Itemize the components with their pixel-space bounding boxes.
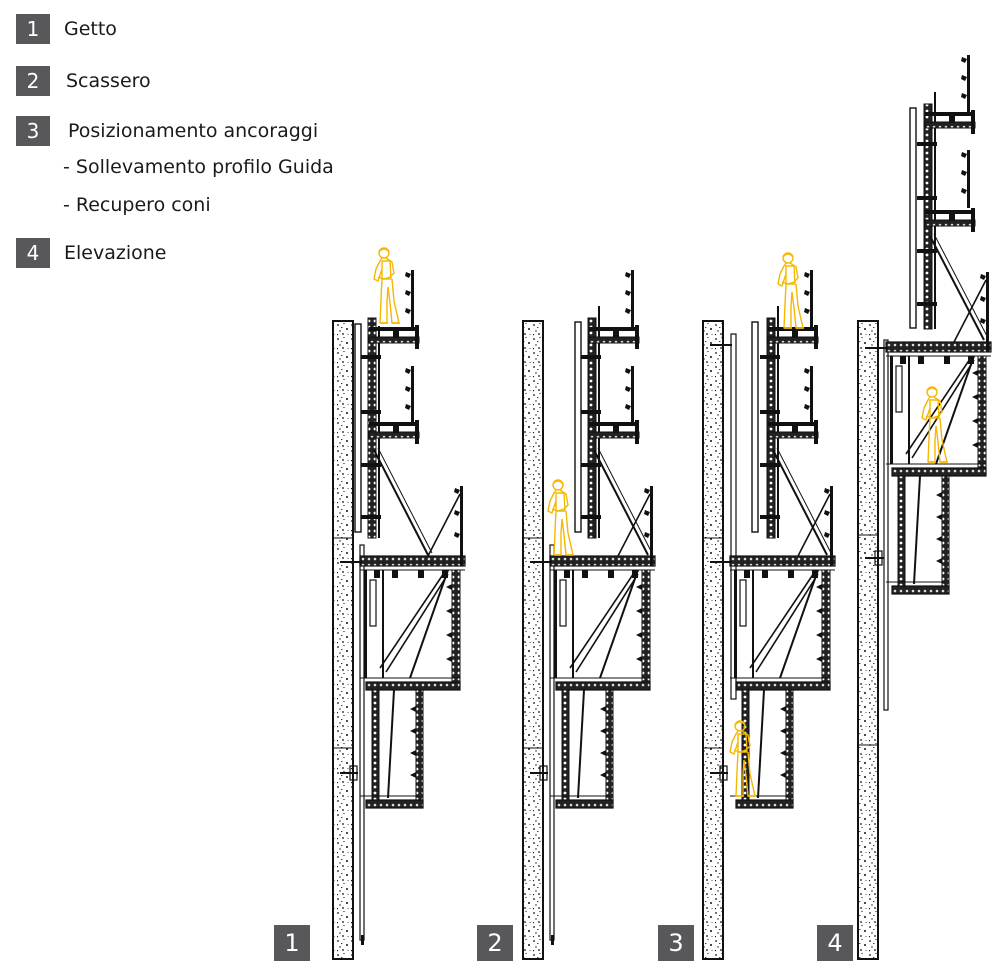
step-1-panel — [332, 247, 466, 960]
legend-badge: 3 — [16, 116, 50, 146]
legend-item-getto: 1 Getto — [16, 14, 117, 44]
concrete-wall — [332, 320, 354, 960]
legend-label: Scassero — [66, 70, 151, 92]
concrete-wall — [857, 320, 879, 960]
step-3-panel — [702, 252, 836, 960]
concrete-wall — [522, 320, 544, 960]
legend-badge: 1 — [16, 14, 50, 44]
step-badge-4: 4 — [817, 925, 853, 961]
legend-label: Elevazione — [64, 242, 167, 264]
step-badge-1: 1 — [274, 925, 310, 961]
worker-figure — [373, 247, 401, 324]
legend-subitem-sollevamento: - Sollevamento profilo Guida — [63, 156, 334, 178]
worker-figure — [777, 252, 805, 329]
legend-label: Getto — [64, 18, 117, 40]
step-4-panel — [857, 55, 992, 960]
legend-item-elevazione: 4 Elevazione — [16, 238, 166, 268]
legend-item-scassero: 2 Scassero — [16, 66, 151, 96]
legend-subitem-recupero: - Recupero coni — [63, 194, 211, 216]
legend-label: Posizionamento ancoraggi — [68, 120, 319, 142]
step-2-panel — [522, 270, 656, 960]
step-badge-2: 2 — [477, 925, 513, 961]
legend-badge: 4 — [16, 238, 50, 268]
legend-badge: 2 — [16, 66, 50, 96]
legend-item-posizionamento: 3 Posizionamento ancoraggi — [16, 116, 318, 146]
concrete-wall — [702, 320, 724, 960]
step-badge-3: 3 — [658, 925, 694, 961]
worker-figure — [547, 479, 575, 556]
